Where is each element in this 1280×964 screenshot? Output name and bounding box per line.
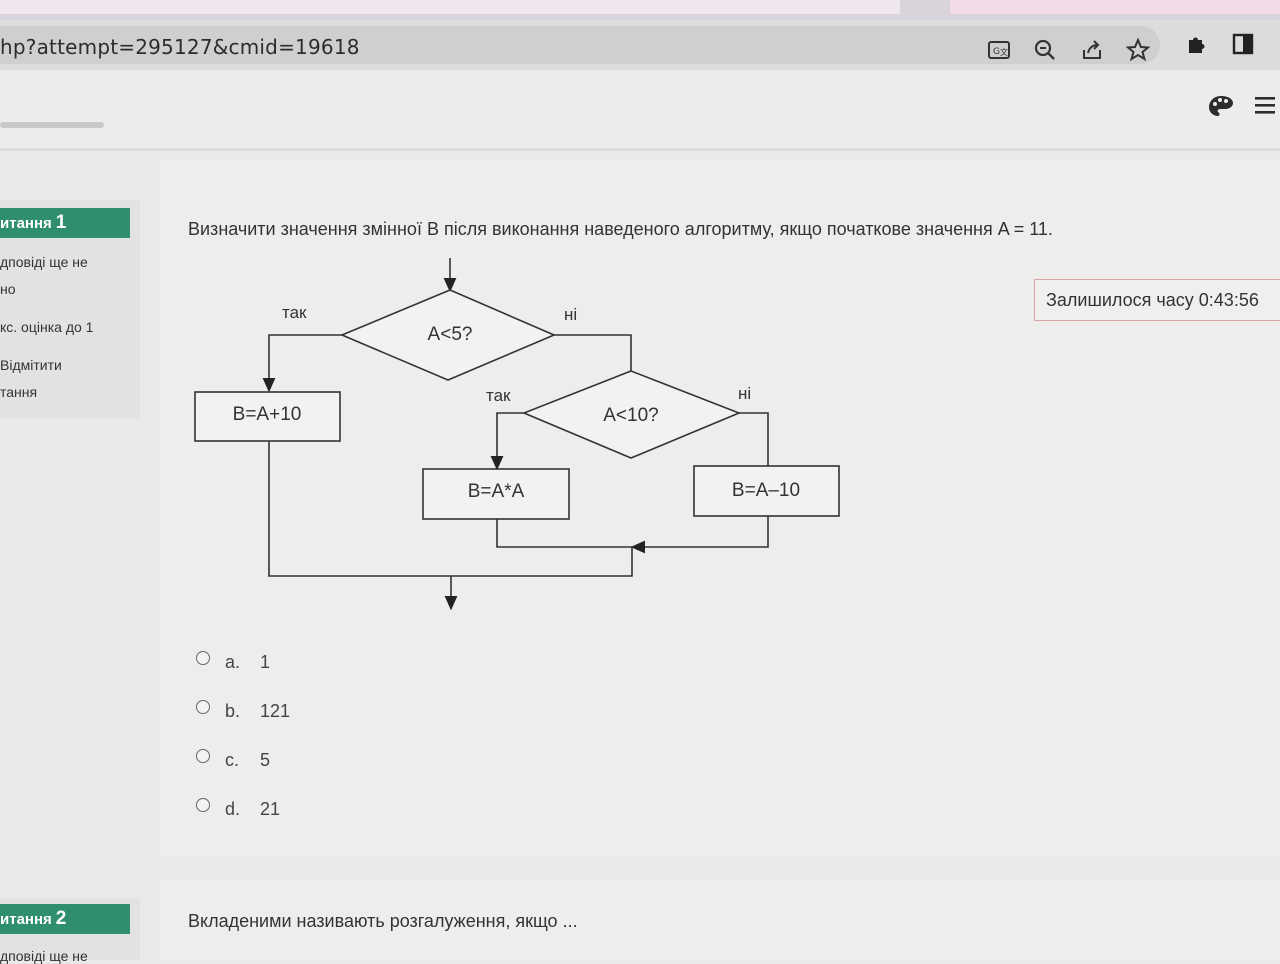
quiz-timer: Залишилося часу 0:43:56	[1034, 279, 1280, 321]
merge-inner-right	[630, 516, 769, 554]
box3-label: B=A–10	[732, 480, 800, 501]
merge-inner-left	[496, 519, 632, 548]
yes-branch-1	[262, 334, 342, 393]
answer-status-cont: но	[0, 281, 16, 297]
question2-answer-status: дповіді ще не	[0, 948, 88, 964]
answer-option[interactable]: b. 121	[196, 697, 336, 725]
question2-badge-label: итання	[0, 911, 52, 928]
url-text[interactable]: hp?attempt=295127&cmid=19618	[0, 35, 360, 59]
no2-label: ні	[738, 384, 751, 403]
answer-option[interactable]: c. 5	[196, 746, 336, 774]
process-b-a-plus-10	[194, 391, 341, 442]
flag-question-label-cont[interactable]: тання	[0, 384, 38, 400]
no-branch-2	[739, 412, 769, 466]
page-header	[0, 70, 1280, 151]
answer-letter: d.	[225, 799, 241, 819]
answer-letter: a.	[225, 652, 241, 672]
tab-strip-other[interactable]	[950, 0, 1280, 14]
answer-value[interactable]: 121	[260, 701, 291, 721]
process-b-a-minus-10	[693, 465, 840, 517]
box1-label: B=A+10	[233, 404, 302, 425]
answer-letter: b.	[225, 701, 241, 721]
decision-a-lt-10	[521, 370, 742, 459]
share-icon[interactable]	[1079, 38, 1105, 64]
sidebar-icon[interactable]	[1230, 32, 1256, 58]
palette-icon[interactable]	[1208, 94, 1234, 124]
no1-label: ні	[564, 305, 577, 324]
flowchart-diagram: A<5? A<10? B=A+10 B=A*A B=A–10 так ні та…	[194, 258, 840, 611]
svg-text:文: 文	[1000, 47, 1008, 57]
question-badge-number: 1	[55, 212, 67, 233]
flag-question-label[interactable]: Відмітити	[0, 357, 62, 373]
question2-card	[160, 880, 1280, 960]
no-branch-1	[554, 334, 632, 371]
browser-tab-strip	[0, 0, 1280, 20]
question2-text: Вкладеними називають розгалуження, якщо …	[188, 911, 578, 931]
process-b-a-times-a	[422, 468, 570, 520]
answer-status: дповіді ще не	[0, 254, 88, 270]
radio-button[interactable]	[196, 798, 210, 812]
radio-button[interactable]	[196, 749, 210, 763]
cond2-label: A<10?	[603, 405, 658, 426]
bookmark-star-icon[interactable]	[1125, 37, 1151, 64]
question-badge-label: итання	[0, 215, 52, 232]
max-grade: кс. оцінка до 1	[0, 319, 94, 335]
yes2-label: так	[486, 386, 511, 405]
question2-badge-number: 2	[55, 908, 67, 929]
zoom-icon[interactable]	[1032, 38, 1058, 64]
flag-question-link[interactable]: Відмітити	[0, 357, 62, 373]
answer-value[interactable]: 5	[260, 750, 271, 770]
answer-value[interactable]: 21	[260, 799, 281, 819]
answer-option[interactable]: a. 1	[196, 648, 336, 676]
yes-branch-2	[490, 412, 524, 471]
menu-icon[interactable]	[1254, 94, 1276, 122]
box2-label: B=A*A	[468, 481, 525, 502]
radio-button[interactable]	[196, 651, 210, 665]
tab-strip-active[interactable]	[0, 0, 900, 14]
radio-button[interactable]	[196, 700, 210, 714]
header-progress-stub	[0, 122, 104, 128]
yes1-label: так	[282, 303, 307, 322]
extensions-icon[interactable]	[1184, 32, 1210, 58]
answer-value[interactable]: 1	[260, 652, 271, 672]
question-text: Визначити значення змінної B після викон…	[188, 219, 1053, 239]
cond1-label: A<5?	[428, 324, 473, 345]
answer-letter: c.	[225, 750, 240, 770]
decision-a-lt-5	[339, 289, 557, 381]
answer-option[interactable]: d. 21	[196, 795, 336, 823]
svg-text:G: G	[993, 47, 1000, 57]
